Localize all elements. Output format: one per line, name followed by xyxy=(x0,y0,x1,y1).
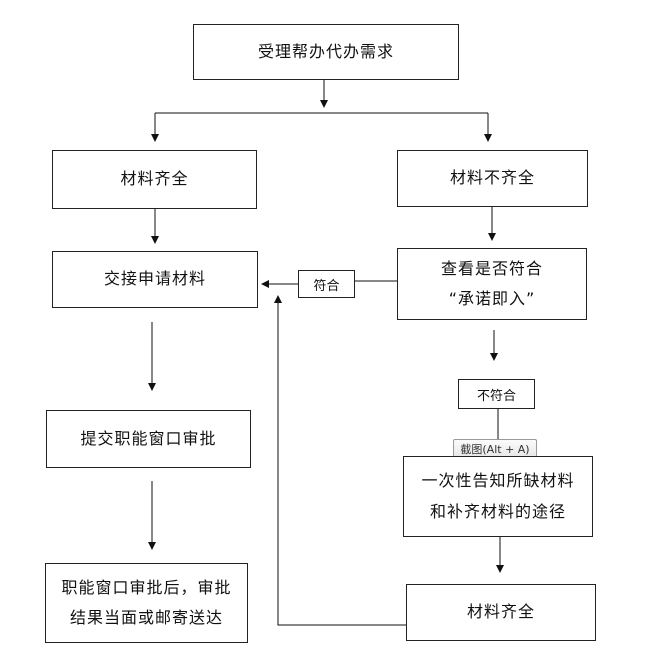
node-check-commit-line2: “承诺即入” xyxy=(448,289,536,308)
node-accept-request-text: 受理帮办代办需求 xyxy=(257,41,394,61)
label-no-match-text: 不符合 xyxy=(476,388,516,404)
label-match: 符合 xyxy=(298,270,355,298)
node-submit-window: 提交职能窗口审批 xyxy=(46,410,251,468)
node-check-commit-line1: 查看是否符合 xyxy=(440,258,543,278)
node-result-delivered: 职能窗口审批后，审批 结果当面或邮寄送达 xyxy=(45,563,248,643)
node-notify-missing-line1: 一次性告知所缺材料 xyxy=(421,471,575,491)
node-submit-window-text: 提交职能窗口审批 xyxy=(80,428,217,448)
node-complete-left-text: 材料齐全 xyxy=(120,169,189,189)
node-complete-left: 材料齐全 xyxy=(52,150,257,209)
node-notify-missing: 一次性告知所缺材料 和补齐材料的途径 xyxy=(403,456,593,537)
label-match-text: 符合 xyxy=(313,278,340,294)
node-incomplete: 材料不齐全 xyxy=(397,150,588,207)
node-notify-missing-line2: 和补齐材料的途径 xyxy=(429,501,566,521)
node-incomplete-text: 材料不齐全 xyxy=(449,168,535,188)
screenshot-tooltip-text: 截图(Alt + A) xyxy=(460,443,530,456)
node-check-commit: 查看是否符合 “承诺即入” xyxy=(397,248,587,320)
node-complete-bottom: 材料齐全 xyxy=(406,584,596,641)
node-accept-request: 受理帮办代办需求 xyxy=(193,24,459,80)
node-result-delivered-line1: 职能窗口审批后，审批 xyxy=(61,577,232,597)
node-complete-bottom-text: 材料齐全 xyxy=(466,602,535,622)
arrow-return-to-handover xyxy=(274,295,406,626)
label-no-match: 不符合 xyxy=(458,379,535,409)
node-handover: 交接申请材料 xyxy=(52,251,258,308)
node-result-delivered-line2: 结果当面或邮寄送达 xyxy=(69,608,223,627)
node-handover-text: 交接申请材料 xyxy=(103,269,206,289)
